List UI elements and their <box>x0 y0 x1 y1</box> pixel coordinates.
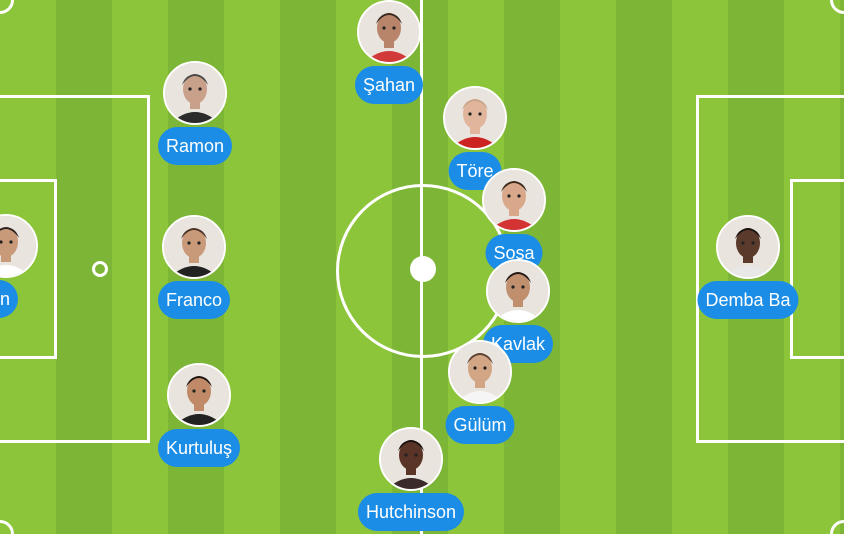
player-name-label[interactable]: Franco <box>157 281 231 319</box>
right-penalty-area <box>696 95 844 443</box>
player-photo[interactable] <box>482 168 546 232</box>
right-corner-arc-top <box>830 0 844 14</box>
player-photo[interactable] <box>163 61 227 125</box>
player-name-label[interactable]: Hutchinson <box>357 493 465 531</box>
player-name-label[interactable]: Şahan <box>354 66 424 104</box>
left-goal-area <box>0 179 57 359</box>
left-corner-arc-top <box>0 0 14 14</box>
right-goal-area <box>790 179 844 359</box>
player-photo[interactable] <box>716 215 780 279</box>
left-corner-arc-bottom <box>0 520 14 534</box>
player-photo[interactable] <box>486 259 550 323</box>
player-name-label[interactable]: Ramon <box>157 127 233 165</box>
player-name-label[interactable]: Sosa <box>485 234 543 272</box>
player-photo[interactable] <box>0 214 38 278</box>
player-photo[interactable] <box>167 363 231 427</box>
player-photo[interactable] <box>379 427 443 491</box>
player-photo[interactable] <box>448 340 512 404</box>
player-name-label[interactable]: Gülüm <box>445 406 515 444</box>
player-photo[interactable] <box>443 86 507 150</box>
left-penalty-area <box>0 95 150 443</box>
player-name-label[interactable]: Kurtuluş <box>157 429 241 467</box>
center-spot <box>410 256 436 282</box>
player-name-label[interactable]: Engin <box>0 280 19 318</box>
right-corner-arc-bottom <box>830 520 844 534</box>
player-photo[interactable] <box>357 0 421 64</box>
player-photo[interactable] <box>162 215 226 279</box>
left-penalty-spot <box>92 261 108 277</box>
player-name-label[interactable]: Kavlak <box>482 325 554 363</box>
player-name-label[interactable]: Demba Ba <box>697 281 799 319</box>
